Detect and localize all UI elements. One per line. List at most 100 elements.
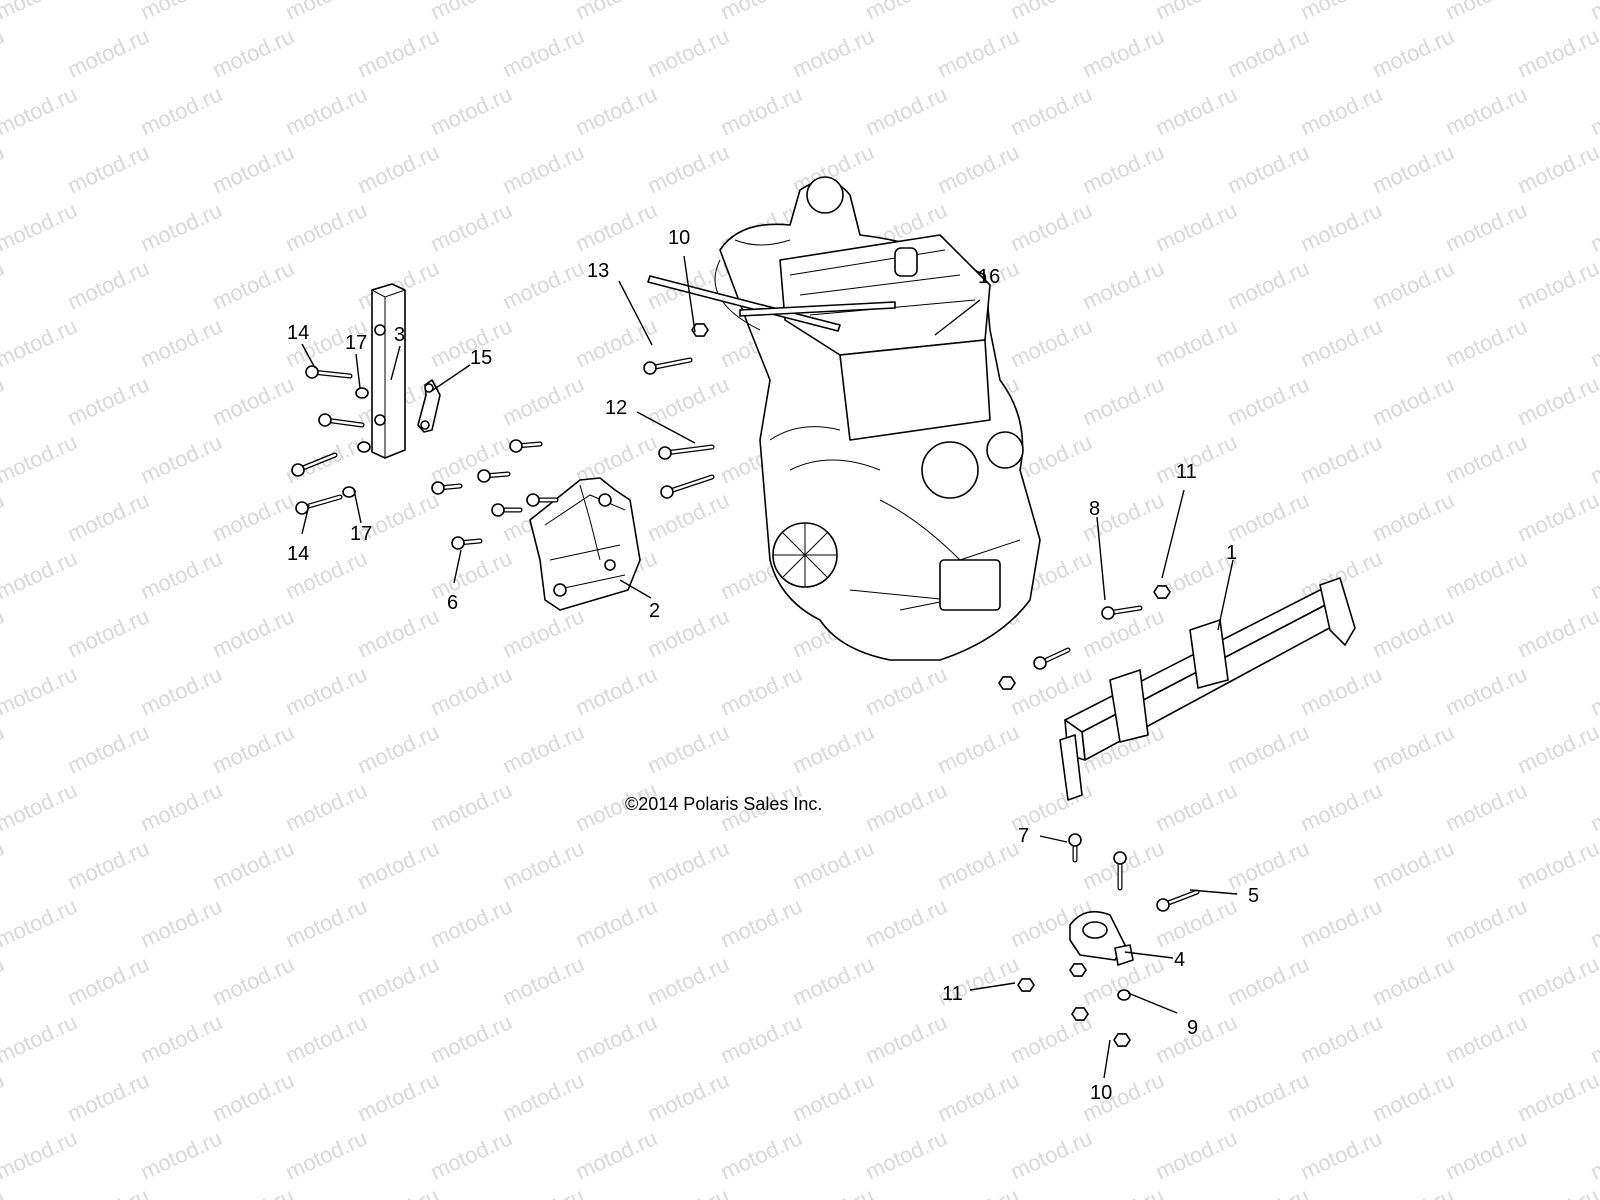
watermark-text: motod.ru xyxy=(209,1183,298,1200)
watermark-text: motod.ru xyxy=(64,951,153,1010)
link-15 xyxy=(417,379,441,433)
watermark-text: motod.ru xyxy=(1514,719,1600,778)
callout-13: 13 xyxy=(587,260,609,282)
watermark-text: motod.ru xyxy=(137,81,226,140)
watermark-text: motod.ru xyxy=(934,719,1023,778)
watermark-text: motod.ru xyxy=(1152,197,1241,256)
watermark-text: motod.ru xyxy=(137,1009,226,1068)
watermark-text: motod.ru xyxy=(0,487,8,546)
watermark-text: motod.ru xyxy=(1587,0,1600,25)
watermark-text: motod.ru xyxy=(1514,1183,1600,1200)
watermark-text: motod.ru xyxy=(0,603,8,662)
watermark-text: motod.ru xyxy=(1297,81,1386,140)
watermark-text: motod.ru xyxy=(427,429,516,488)
watermark-text: motod.ru xyxy=(1224,139,1313,198)
watermark-text: motod.ru xyxy=(1587,893,1600,952)
watermark-text: motod.ru xyxy=(1514,139,1600,198)
watermark-text: motod.ru xyxy=(1514,951,1600,1010)
watermark-text: motod.ru xyxy=(427,0,516,25)
bolt xyxy=(431,481,463,495)
engine-assembly xyxy=(714,176,1041,661)
watermark-text: motod.ru xyxy=(64,139,153,198)
watermark-text: motod.ru xyxy=(427,545,516,604)
watermark-text: motod.ru xyxy=(0,23,8,82)
watermark-text: motod.ru xyxy=(1587,429,1600,488)
watermark-text: motod.ru xyxy=(1442,661,1531,720)
watermark-text: motod.ru xyxy=(0,893,81,952)
bolt xyxy=(1156,889,1200,912)
watermark-text: motod.ru xyxy=(1007,1125,1096,1184)
watermark-text: motod.ru xyxy=(0,371,8,430)
watermark-text: motod.ru xyxy=(789,951,878,1010)
fastener-group xyxy=(291,323,1200,1047)
bolt xyxy=(658,444,715,460)
bolt xyxy=(477,469,511,483)
watermark-text: motod.ru xyxy=(499,951,588,1010)
watermark-text: motod.ru xyxy=(1297,1125,1386,1184)
watermark-text: motod.ru xyxy=(209,23,298,82)
watermark-text: motod.ru xyxy=(354,835,443,894)
watermark-text: motod.ru xyxy=(1224,23,1313,82)
watermark-text: motod.ru xyxy=(0,719,8,778)
watermark-text: motod.ru xyxy=(354,1183,443,1200)
watermark-text: motod.ru xyxy=(1079,139,1168,198)
watermark-text: motod.ru xyxy=(1442,893,1531,952)
watermark-text: motod.ru xyxy=(0,777,81,836)
watermark-text: motod.ru xyxy=(1224,719,1313,778)
bolt xyxy=(1033,647,1071,670)
watermark-text: motod.ru xyxy=(1224,255,1313,314)
watermark-text: motod.ru xyxy=(644,139,733,198)
watermark-text: motod.ru xyxy=(64,371,153,430)
watermark-text: motod.ru xyxy=(282,0,371,25)
bolt xyxy=(295,494,343,515)
callout-10-top: 10 xyxy=(668,227,690,249)
watermark-text: motod.ru xyxy=(1297,893,1386,952)
callout-17-top: 17 xyxy=(345,332,367,354)
watermark-text: motod.ru xyxy=(0,1067,8,1126)
nut xyxy=(1017,978,1035,992)
watermark-text: motod.ru xyxy=(862,81,951,140)
watermark-text: motod.ru xyxy=(499,719,588,778)
callout-5: 5 xyxy=(1248,885,1259,907)
watermark-text: motod.ru xyxy=(209,835,298,894)
watermark-text: motod.ru xyxy=(354,139,443,198)
watermark-text: motod.ru xyxy=(1587,545,1600,604)
watermark-text: motod.ru xyxy=(717,893,806,952)
watermark-text: motod.ru xyxy=(1297,0,1386,25)
callout-15: 15 xyxy=(470,347,492,369)
watermark-text: motod.ru xyxy=(427,893,516,952)
watermark-text: motod.ru xyxy=(934,139,1023,198)
watermark-text: motod.ru xyxy=(1442,313,1531,372)
watermark-text: motod.ru xyxy=(1369,603,1458,662)
watermark-text: motod.ru xyxy=(354,23,443,82)
watermark-text: motod.ru xyxy=(1152,777,1241,836)
watermark-text: motod.ru xyxy=(137,777,226,836)
watermark-text: motod.ru xyxy=(282,661,371,720)
bolt xyxy=(318,413,365,428)
watermark-text: motod.ru xyxy=(1442,81,1531,140)
watermark-text: motod.ru xyxy=(1079,1183,1168,1200)
nut xyxy=(691,323,709,337)
watermark-text: motod.ru xyxy=(137,197,226,256)
watermark-text: motod.ru xyxy=(137,545,226,604)
watermark-text: motod.ru xyxy=(1587,197,1600,256)
watermark-text: motod.ru xyxy=(1442,777,1531,836)
callout-14-bottom: 14 xyxy=(287,543,309,565)
engine-rods xyxy=(647,275,896,332)
watermark-text: motod.ru xyxy=(427,661,516,720)
watermark-text: motod.ru xyxy=(1152,313,1241,372)
watermark-text: motod.ru xyxy=(0,197,81,256)
watermark-text: motod.ru xyxy=(0,139,8,198)
watermark-text: motod.ru xyxy=(1007,0,1096,25)
watermark-text: motod.ru xyxy=(0,81,81,140)
watermark-text: motod.ru xyxy=(64,1183,153,1200)
watermark-text: motod.ru xyxy=(354,719,443,778)
watermark-text: motod.ru xyxy=(1297,429,1386,488)
watermark-text: motod.ru xyxy=(1224,371,1313,430)
watermark-text: motod.ru xyxy=(717,1009,806,1068)
callout-16: 16 xyxy=(978,266,1000,288)
watermark-text: motod.ru xyxy=(1369,487,1458,546)
callout-17-bottom: 17 xyxy=(350,523,372,545)
callout-6: 6 xyxy=(447,592,458,614)
bolt xyxy=(526,493,559,507)
